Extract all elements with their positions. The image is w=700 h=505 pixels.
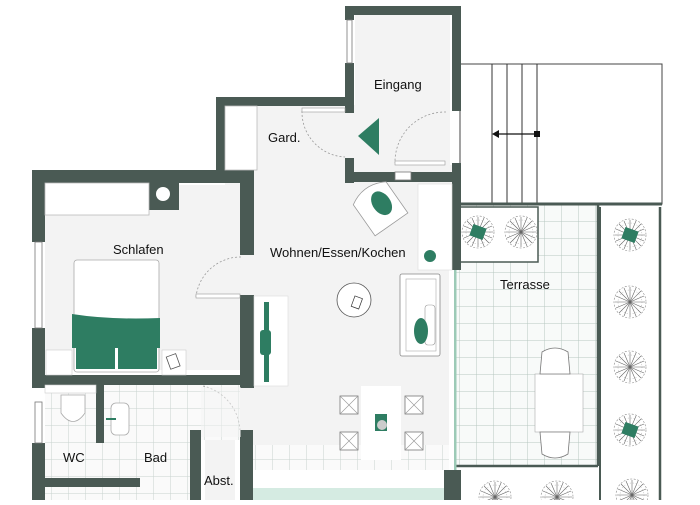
stairs-arrow-icon (492, 130, 499, 138)
room-label-wc: WC (63, 450, 85, 465)
entrance-arrow-icon (358, 118, 379, 155)
toilet (60, 394, 86, 422)
coffee-table (336, 282, 372, 318)
floor-abst (205, 440, 235, 500)
room-label-bad: Bad (144, 450, 168, 465)
terrace-table (534, 373, 584, 433)
room-label-schlafen: Schlafen (113, 242, 164, 257)
room-label-wohnen: Wohnen/Essen/Kochen (270, 245, 406, 260)
room-label-terrasse: Terrasse (500, 277, 550, 292)
room-label-eingang: Eingang (374, 77, 422, 92)
room-label-abstellraum: Abst. (204, 473, 234, 488)
room-label-garderobe: Gard. (268, 130, 301, 145)
